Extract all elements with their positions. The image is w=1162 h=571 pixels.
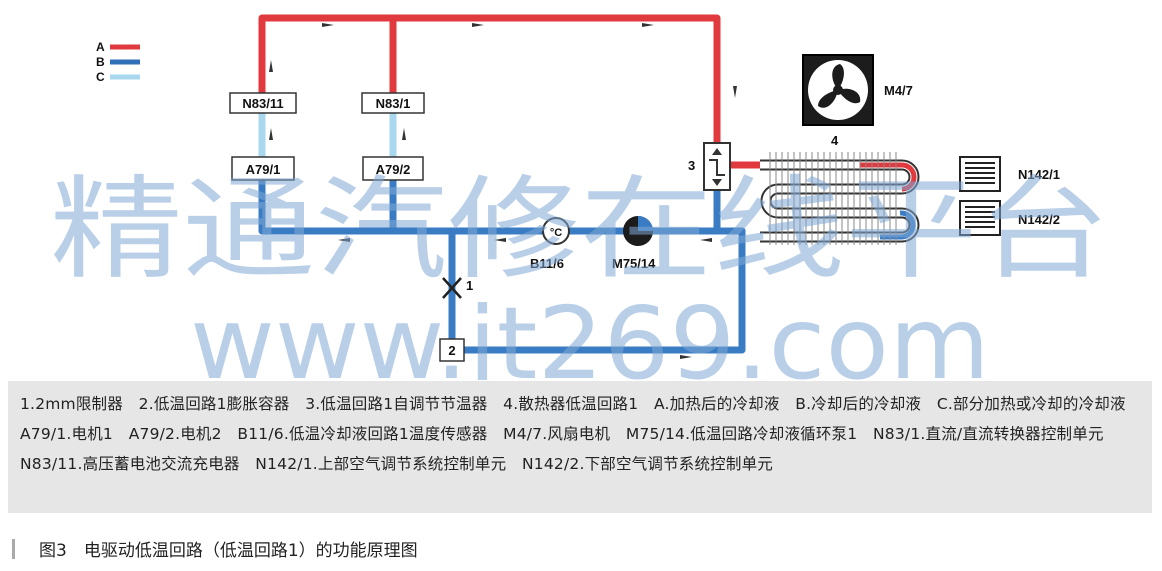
arrow-up-icon [402,128,406,140]
sensor-symbol: °C [550,227,562,239]
legend-key-c: C [96,70,105,84]
expansion-tank-2: 2 [439,338,465,362]
label-part-4: 4 [831,133,839,148]
watermark-line-2: www.jt269.com [190,285,990,380]
label-part-1: 1 [466,278,473,293]
arrow-left-icon [700,238,712,242]
label-m75-14: M75/14 [612,256,656,271]
title-marker [12,538,15,559]
legend-key-b: B [96,55,105,69]
fan-icon [818,64,861,108]
box-n83-11 [229,92,297,114]
label-part-3: 3 [688,158,695,173]
watermark-line-1: 精通汽修在线平台 [50,165,1110,295]
label-n83-1: N83/1 [376,96,411,111]
arrow-right-icon [680,355,692,359]
box-a79-1 [231,156,295,181]
arrow-down-icon [733,86,737,98]
label-m4-7: M4/7 [884,83,913,98]
arrow-left-icon [494,238,506,242]
cold-pipes [258,176,746,354]
legend: A B C [96,40,140,84]
label-n142-1: N142/1 [1018,167,1060,182]
arrow-right-icon [322,23,334,27]
component-boxes: N83/11 N83/1 A79/1 A79/2 [229,92,425,181]
arrow-up-icon [269,128,273,140]
label-n142-2: N142/2 [1018,212,1060,227]
caption-text: 1.2mm限制器 2.低温回路1膨胀容器 3.低温回路1自调节节温器 4.散热器… [20,395,1142,473]
temperature-sensor: °C B11/6 [530,217,570,271]
flow-arrows [269,23,737,359]
box-n83-1 [361,92,425,114]
figure-title: 图3 电驱动低温回路（低温回路1）的功能原理图 [12,536,418,561]
control-unit-n142-2: N142/2 [959,200,1060,236]
coolant-pump: M75/14 [612,216,656,271]
arrow-up-icon [269,60,273,72]
hot-pipe-main [258,14,721,147]
radiator [760,152,920,245]
arrow-right-icon [642,23,654,27]
figure-title-text: 图3 电驱动低温回路（低温回路1）的功能原理图 [39,541,418,561]
circuit-diagram: A B C [50,14,1110,380]
control-unit-n142-1: N142/1 [959,156,1060,192]
cold-pipe-return [456,227,746,354]
arrow-left-icon [338,238,350,242]
label-part-2: 2 [448,343,455,358]
partial-pipes [258,113,397,157]
fan-motor: M4/7 [802,54,913,126]
label-n83-11: N83/11 [242,96,283,111]
box-a79-2 [362,156,424,181]
label-a79-2: A79/2 [376,162,411,177]
arrow-right-icon [472,23,484,27]
restrictor-1: 1 [442,277,473,299]
label-a79-1: A79/1 [246,162,281,177]
caption-box: 1.2mm限制器 2.低温回路1膨胀容器 3.低温回路1自调节节温器 4.散热器… [8,381,1152,513]
watermark: 精通汽修在线平台 www.jt269.com [50,165,1110,380]
label-b11-6: B11/6 [530,256,564,271]
cold-pipe-main [258,176,746,235]
legend-key-a: A [96,40,105,54]
thermostat-3: 3 [688,142,731,191]
